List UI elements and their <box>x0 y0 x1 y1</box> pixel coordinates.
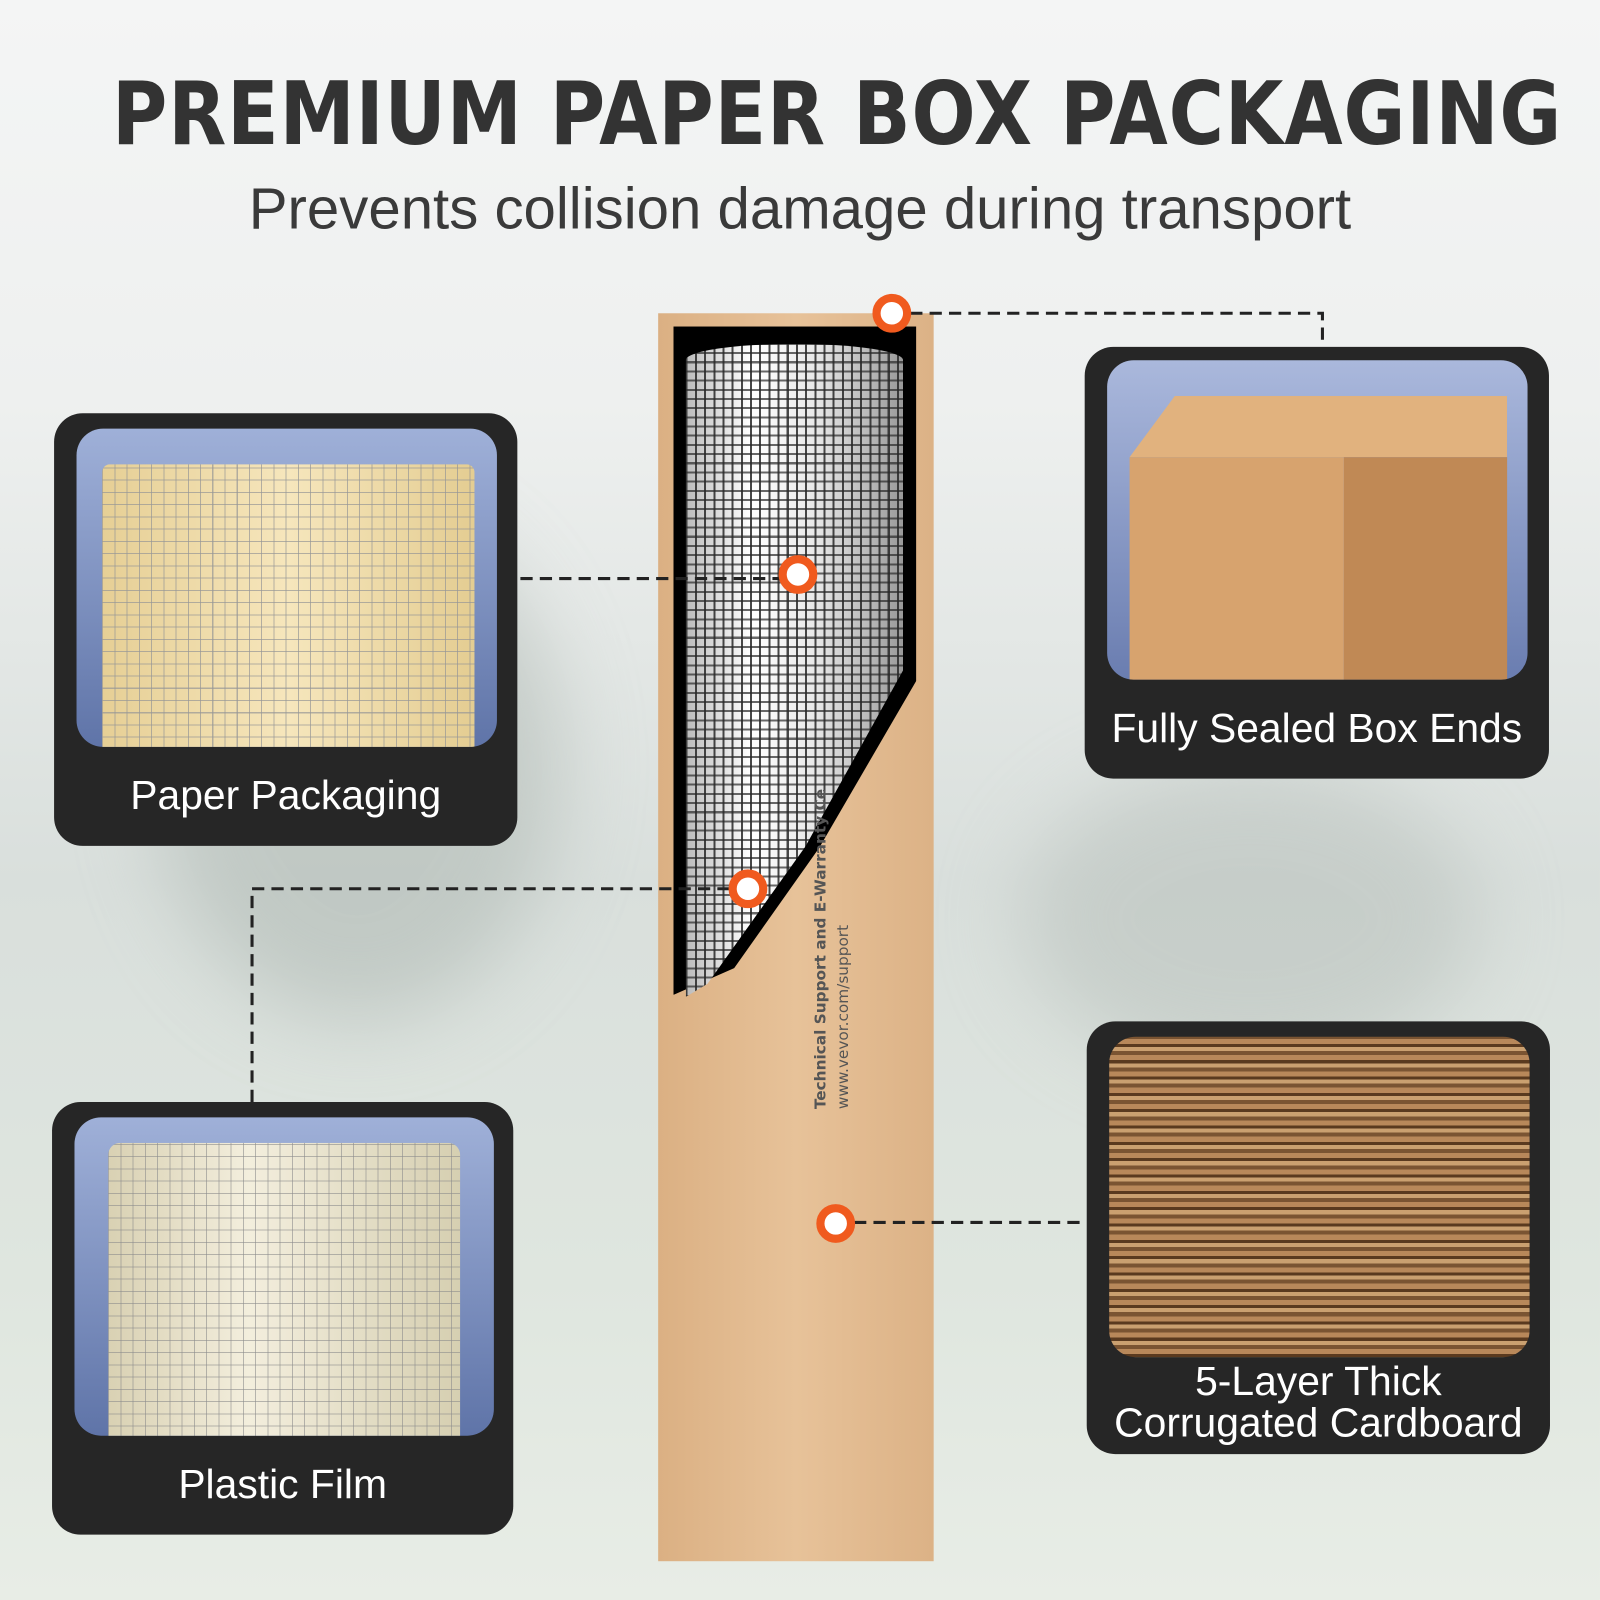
plastic-wrapped-roll-image <box>74 1117 494 1436</box>
feature-label: Plastic Film <box>178 1462 387 1508</box>
feature-card-plastic-film: Plastic Film <box>52 1102 514 1535</box>
page-title: PREMIUM PAPER BOX PACKAGING <box>111 63 1563 166</box>
paper-roll-image <box>76 428 497 747</box>
callout-dot <box>816 1204 856 1243</box>
callout-dot <box>872 293 912 333</box>
feature-card-paper-packaging: Paper Packaging <box>54 413 518 846</box>
feature-label: 5-Layer Thick Corrugated Cardboard <box>1087 1361 1550 1445</box>
feature-label-line: 5-Layer Thick <box>1195 1359 1442 1405</box>
background-blur <box>1020 765 1480 1072</box>
callout-line <box>910 311 1324 347</box>
feature-card-corrugated: 5-Layer Thick Corrugated Cardboard <box>1086 1021 1550 1455</box>
feature-label: Paper Packaging <box>130 773 442 819</box>
callout-dot <box>778 555 818 594</box>
corrugated-cardboard-image <box>1109 1036 1530 1358</box>
page-subtitle: Prevents collision damage during transpo… <box>248 176 1352 242</box>
cardboard-box: Technical Support and E-Warranty Ce www.… <box>658 313 934 1562</box>
callout-dot <box>728 869 768 909</box>
feature-label-line: Corrugated Cardboard <box>1114 1401 1523 1446</box>
feature-card-sealed-ends: Fully Sealed Box Ends <box>1084 346 1549 779</box>
feature-label: Fully Sealed Box Ends <box>1111 706 1523 752</box>
callout-line <box>250 887 730 1103</box>
sealed-box-image <box>1107 360 1528 680</box>
